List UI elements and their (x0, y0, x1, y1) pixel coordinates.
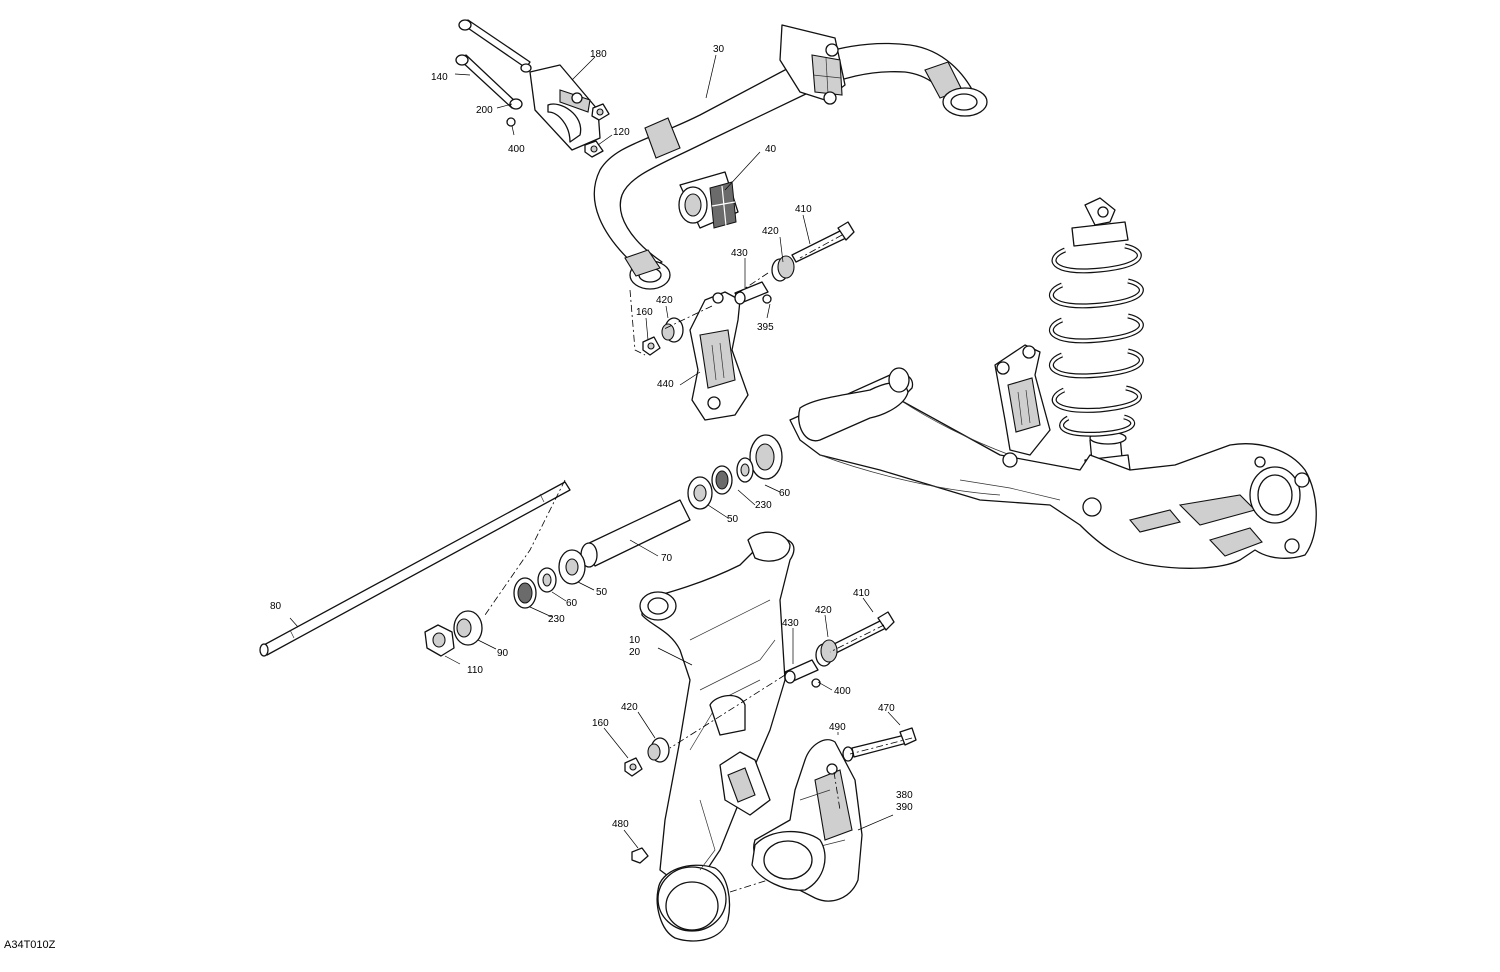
callout-60-upper: 60 (779, 488, 791, 499)
callout-60-lower: 60 (566, 598, 578, 609)
sway-bar (593, 24, 988, 290)
bracket-nuts (584, 103, 610, 158)
spacer-90 (453, 610, 483, 646)
upper-trailing-arm (749, 367, 1317, 569)
callout-230-lower: 230 (548, 614, 565, 625)
callout-10: 10 (629, 635, 641, 646)
callout-440: 440 (657, 379, 674, 390)
link-bolt-410 (791, 221, 855, 263)
callout-20: 20 (629, 647, 641, 658)
callout-200: 200 (476, 105, 493, 116)
lower-bearing-stack (513, 549, 586, 609)
callout-110: 110 (467, 665, 483, 676)
lower-trailing-arm (639, 531, 795, 942)
callout-50-lower: 50 (596, 587, 608, 598)
callout-420-upper-a: 420 (762, 226, 779, 237)
pivot-sleeve (580, 499, 691, 568)
diagram-code: A34T010Z (4, 939, 56, 951)
shock-absorber (1049, 197, 1144, 495)
callout-50-upper: 50 (727, 514, 739, 525)
upper-bearing-stack (687, 457, 754, 510)
callout-420-lower-b: 420 (621, 702, 638, 713)
callout-180: 180 (590, 49, 607, 60)
callout-390: 390 (896, 802, 913, 813)
callout-400-upper: 400 (508, 144, 525, 155)
callout-40: 40 (765, 144, 777, 155)
center-lines (484, 234, 913, 893)
callout-420-upper-b: 420 (656, 295, 673, 306)
callout-400-lower: 400 (834, 686, 851, 697)
shock-spring (1049, 243, 1144, 437)
callout-120: 120 (613, 127, 630, 138)
callout-80: 80 (270, 601, 282, 612)
sway-bar-bracket (529, 64, 601, 151)
sway-bar-bushing (678, 171, 739, 229)
callout-430-lower: 430 (782, 618, 799, 629)
callout-490: 490 (829, 722, 846, 733)
callout-470: 470 (878, 703, 895, 714)
callout-480: 480 (612, 819, 629, 830)
bracket-bolts (455, 19, 532, 127)
callout-230-upper: 230 (755, 500, 772, 511)
callout-140: 140 (431, 72, 448, 83)
callout-30: 30 (713, 44, 725, 55)
callout-160-lower: 160 (592, 718, 609, 729)
link-bushings (642, 255, 795, 356)
callout-380: 380 (896, 790, 913, 801)
callout-430-upper: 430 (731, 248, 748, 259)
pivot-shaft (259, 481, 571, 657)
callouts: 30 180 140 200 400 120 40 410 420 430 39… (270, 44, 913, 849)
callout-420-lower-a: 420 (815, 605, 832, 616)
callout-90: 90 (497, 648, 509, 659)
callout-70: 70 (661, 553, 673, 564)
arm-protector (751, 739, 863, 902)
nut-110 (424, 624, 455, 657)
lower-bolt-410 (831, 611, 895, 654)
arm-sway-link (994, 344, 1051, 456)
callout-410-lower: 410 (853, 588, 870, 599)
callout-160-upper: 160 (636, 307, 653, 318)
sway-bar-link (689, 291, 749, 421)
skid-bolt-470 (842, 727, 917, 762)
lower-bushings (624, 639, 838, 864)
callout-410-upper: 410 (795, 204, 812, 215)
callout-395: 395 (757, 322, 774, 333)
